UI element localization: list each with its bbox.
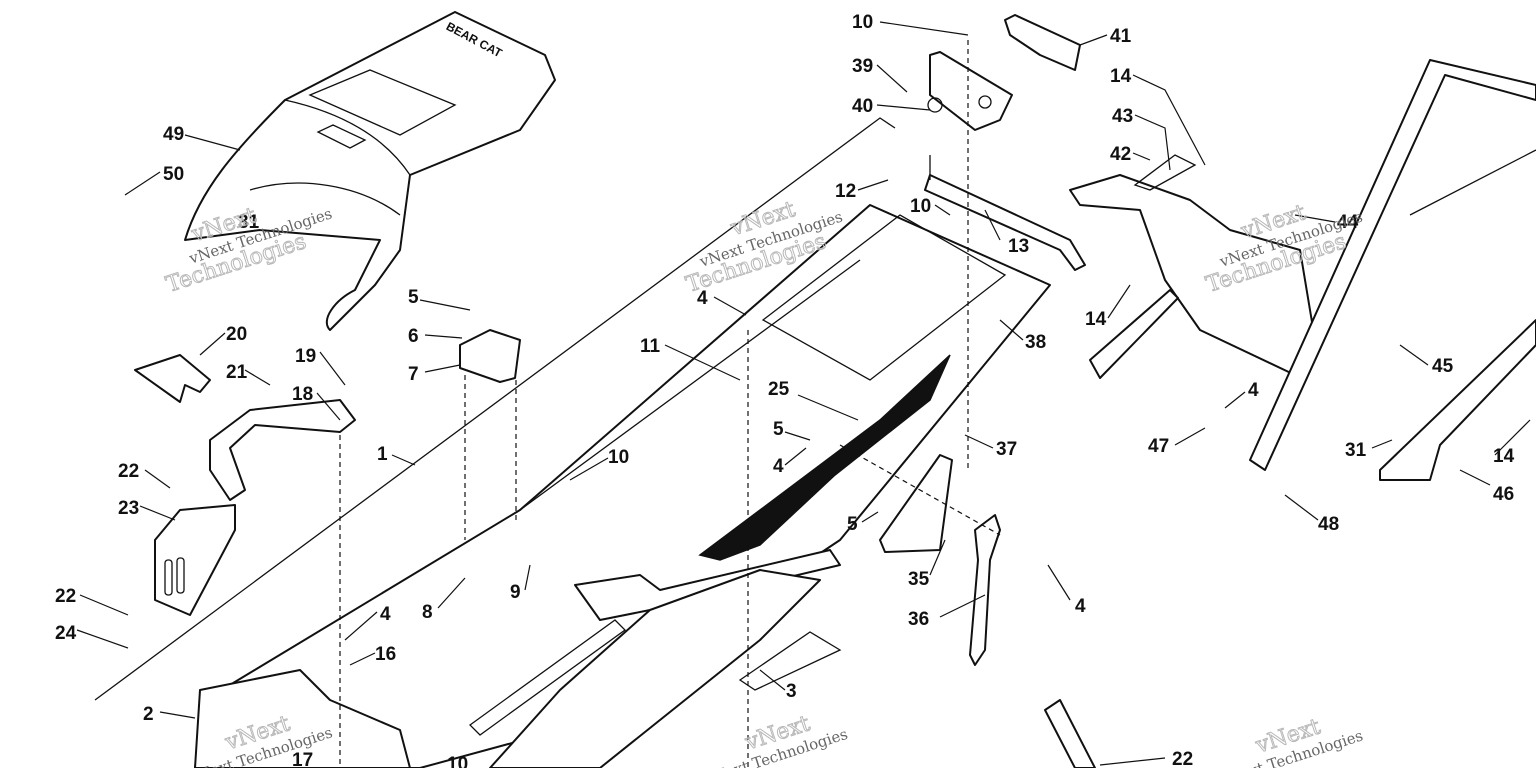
bracket-7-part (459, 329, 521, 383)
callout-19: 19 (295, 346, 316, 367)
callout-50: 50 (163, 164, 184, 185)
callout-43: 43 (1112, 106, 1133, 127)
callout-31a: 31 (238, 212, 260, 233)
callout-5c: 5 (408, 287, 419, 308)
callout-37: 37 (996, 439, 1017, 460)
callout-4d: 4 (1075, 596, 1086, 617)
callout-41: 41 (1110, 26, 1132, 47)
callout-21: 21 (226, 362, 248, 383)
callout-1: 1 (377, 444, 388, 465)
callout-18: 18 (292, 384, 313, 405)
callout-22b: 22 (55, 586, 76, 607)
assembly-guide-lines (339, 40, 1001, 768)
callout-4c: 4 (773, 456, 784, 477)
callout-22c: 22 (1172, 749, 1193, 768)
lower-bracket-part (1044, 699, 1096, 768)
guard-23-part (154, 504, 236, 616)
callout-10d: 10 (447, 754, 468, 768)
watermark-6: vNext vNext Technologies (1217, 714, 1365, 768)
callout-4b: 4 (697, 288, 708, 309)
callout-5b: 5 (847, 514, 858, 535)
callout-9: 9 (510, 582, 521, 603)
callout-25: 25 (768, 379, 790, 400)
leader-lines (76, 21, 1531, 766)
callout-12: 12 (835, 181, 856, 202)
callout-10c: 10 (608, 447, 629, 468)
callout-16: 16 (375, 644, 396, 665)
tunnel-part (194, 204, 1051, 768)
callout-39: 39 (852, 56, 873, 77)
rear-bracket-parts (927, 14, 1081, 131)
callout-14c: 14 (1493, 446, 1515, 467)
callout-23: 23 (118, 498, 139, 519)
callout-40: 40 (852, 96, 873, 117)
frame-reference-outline (94, 117, 896, 701)
rail-45-part (1249, 59, 1536, 471)
callout-17: 17 (292, 750, 313, 768)
callout-38: 38 (1025, 332, 1046, 353)
callout-13: 13 (1008, 236, 1029, 257)
part-callouts: 10 41 39 40 14 43 42 12 10 13 44 14 38 4… (55, 12, 1515, 768)
callout-4e: 4 (380, 604, 391, 625)
cover-20-part (134, 354, 211, 403)
callout-6: 6 (408, 326, 419, 347)
callout-10b: 10 (910, 196, 931, 217)
mounting-plate-part (924, 155, 1086, 271)
callout-5a: 5 (773, 419, 784, 440)
running-board-parts (194, 549, 842, 768)
callout-24: 24 (55, 623, 77, 644)
callout-8: 8 (422, 602, 433, 623)
callout-22a: 22 (118, 461, 139, 482)
callout-14a: 14 (1110, 66, 1132, 87)
callout-31b: 31 (1345, 440, 1367, 461)
callout-14b: 14 (1085, 309, 1107, 330)
callout-3: 3 (786, 681, 797, 702)
callout-4a: 4 (1248, 380, 1259, 401)
callout-48: 48 (1318, 514, 1339, 535)
callout-10a: 10 (852, 12, 873, 33)
seat-part: BEAR CAT (184, 11, 556, 331)
grab-bar-36-part (969, 514, 1001, 666)
callout-36: 36 (908, 609, 929, 630)
callout-2: 2 (143, 704, 154, 725)
callout-45: 45 (1432, 356, 1454, 377)
callout-49: 49 (163, 124, 184, 145)
callout-47: 47 (1148, 436, 1169, 457)
callout-46: 46 (1493, 484, 1514, 505)
bumper-bar-part (209, 399, 356, 501)
callout-42: 42 (1110, 144, 1131, 165)
callout-20: 20 (226, 324, 247, 345)
rail-46-part (1379, 319, 1536, 481)
callout-11: 11 (640, 336, 661, 357)
callout-44: 44 (1337, 212, 1359, 233)
callout-7: 7 (408, 364, 419, 385)
watermark-5: vNext vNext Technologies (702, 711, 850, 768)
callout-35: 35 (908, 569, 930, 590)
